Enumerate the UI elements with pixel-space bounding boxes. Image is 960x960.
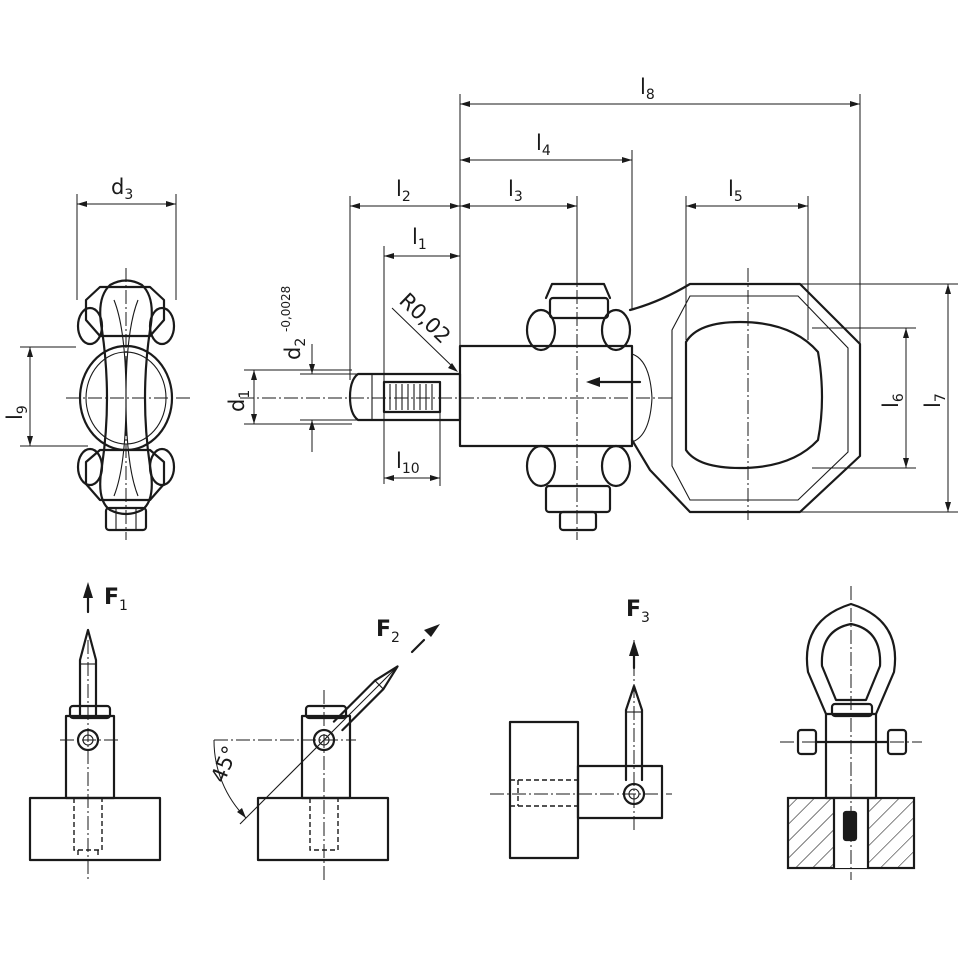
dimension-l7: l7 bbox=[800, 283, 958, 513]
l1-label: l1 bbox=[412, 225, 427, 253]
load-case-f1: F1 bbox=[28, 582, 162, 880]
l3-label: l3 bbox=[508, 177, 523, 205]
section-view bbox=[780, 586, 922, 880]
force-f1-label: F1 bbox=[104, 585, 128, 614]
angle-label: 45° bbox=[206, 742, 242, 786]
l9-label: l9 bbox=[3, 405, 31, 420]
dimension-l3: l3 bbox=[460, 177, 578, 284]
dimension-l5: l5 bbox=[685, 177, 809, 340]
l6-label: l6 bbox=[879, 393, 907, 408]
dimension-l9: l9 bbox=[3, 346, 88, 447]
load-case-f3: F3 bbox=[490, 597, 672, 860]
d1-label: d1 bbox=[225, 390, 253, 412]
l8-label: l8 bbox=[640, 75, 655, 103]
dimension-l8: l8 bbox=[459, 75, 861, 346]
load-case-f2: 45° F2 bbox=[206, 617, 440, 880]
l7-label: l7 bbox=[921, 393, 949, 408]
dimension-d1: d1 bbox=[225, 369, 352, 425]
front-view bbox=[240, 268, 862, 540]
d2-tolerance: -0,0028 bbox=[279, 286, 293, 332]
dimension-l10: l10 bbox=[384, 412, 441, 486]
l10-label: l10 bbox=[396, 449, 420, 477]
dimension-l2: l2 bbox=[349, 177, 460, 380]
dimension-d3: d3 bbox=[76, 175, 177, 300]
d3-label: d3 bbox=[111, 175, 133, 203]
radius-callout: R0,02 bbox=[391, 288, 458, 372]
force-f3-label: F3 bbox=[626, 597, 650, 626]
l5-label: l5 bbox=[728, 177, 743, 205]
l4-label: l4 bbox=[536, 131, 551, 159]
l2-label: l2 bbox=[396, 177, 411, 205]
dimension-l6: l6 bbox=[812, 327, 916, 469]
side-view bbox=[66, 268, 190, 540]
dimension-d2: d2 -0,0028 bbox=[279, 286, 372, 452]
thread-lines bbox=[389, 384, 433, 410]
force-f2-label: F2 bbox=[376, 617, 400, 646]
d2-label: d2 bbox=[281, 338, 309, 360]
dimension-l1: l1 bbox=[383, 225, 460, 484]
dimension-l4: l4 bbox=[460, 131, 633, 310]
